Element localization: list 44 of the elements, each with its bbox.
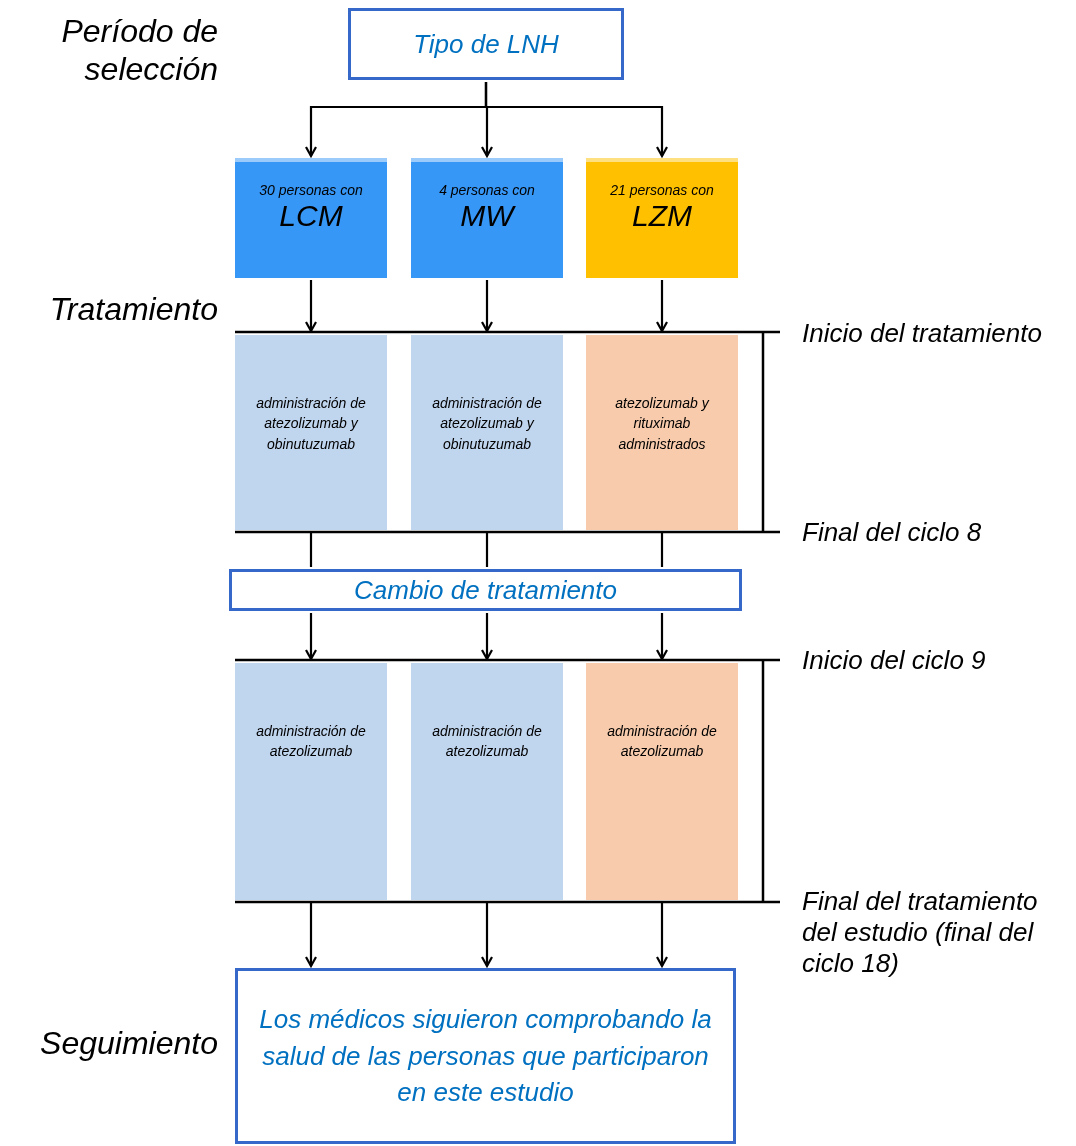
group-box: [235, 158, 387, 278]
box-text: Cambio de tratamiento: [354, 573, 617, 607]
arrow: [655, 613, 669, 661]
arrow: [480, 902, 494, 968]
group-caption: 21 personas con: [610, 182, 714, 198]
treatment-box: [586, 335, 738, 530]
treatment-box: [411, 663, 563, 900]
milestone-label: Inicio del tratamiento: [802, 318, 1043, 350]
group-name: LCM: [279, 198, 343, 234]
process-box: [229, 569, 742, 611]
treatment-text: atezolizumab y rituximab administrados: [614, 394, 711, 454]
treatment-text: administración de atezolizumab: [606, 722, 718, 762]
milestone-label: Final del tratamiento del estudio (final del ciclo 18): [802, 886, 1039, 980]
group-caption: 4 personas con: [439, 182, 535, 198]
box-text: Los médicos siguieron comprobando la salud de las personas que participaron en este estudio: [258, 1003, 713, 1110]
arrow: [484, 82, 669, 158]
treatment-box: [411, 335, 563, 530]
process-box: [348, 8, 624, 80]
process-box: [235, 968, 736, 1144]
arrow: [304, 280, 318, 333]
arrow: [304, 613, 318, 661]
box-text: Tipo de LNH: [413, 27, 559, 61]
group-name: MW: [460, 198, 514, 234]
group-caption: 30 personas con: [259, 182, 363, 198]
treatment-text: administración de atezolizumab y obinutuzumab: [431, 394, 543, 454]
arrow: [480, 613, 494, 661]
arrow: [480, 280, 494, 333]
milestone-label: Final del ciclo 8: [802, 517, 983, 549]
treatment-text: administración de atezolizumab: [255, 722, 367, 762]
group-name: LZM: [632, 198, 692, 234]
arrow: [304, 902, 318, 968]
treatment-text: administración de atezolizumab: [431, 722, 543, 762]
milestone-label: Inicio del ciclo 9: [802, 645, 987, 677]
phase-label: Tratamiento: [48, 290, 218, 329]
group-box: [411, 158, 563, 278]
arrow: [655, 902, 669, 968]
treatment-box: [235, 663, 387, 900]
phase-label: Seguimiento: [39, 1024, 218, 1063]
group-box: [586, 158, 738, 278]
treatment-box: [235, 335, 387, 530]
phase-label: Período de selección: [60, 12, 218, 89]
treatment-text: administración de atezolizumab y obinutuzumab: [255, 394, 367, 454]
arrow: [655, 280, 669, 333]
treatment-box: [586, 663, 738, 900]
